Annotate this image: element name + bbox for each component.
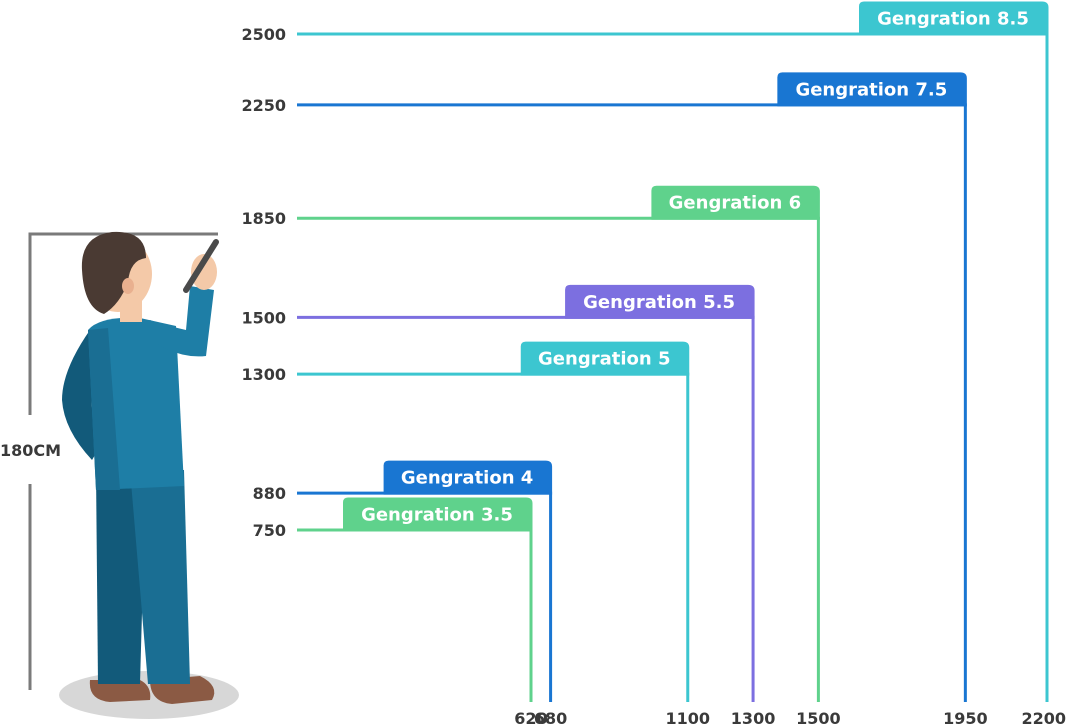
- x-tick-label: 1300: [731, 709, 776, 726]
- series-1: Gengration 4: [297, 460, 553, 702]
- series-tag: [859, 1, 1049, 36]
- x-tick-label: 620: [514, 709, 547, 726]
- x-tick-label: 2200: [1021, 709, 1066, 726]
- y-tick-label: 750: [253, 521, 286, 540]
- x-tick-label: 1950: [943, 709, 988, 726]
- series-5: Gengration 7.5: [297, 72, 967, 702]
- series-layer: Gengration 3.5 Gengration 4 Gengration 5 Ge…: [297, 1, 1049, 702]
- y-tick-label: 1500: [241, 308, 286, 327]
- series-label: Gengration 6: [669, 193, 801, 214]
- y-tick-label: 880: [253, 484, 286, 503]
- series-label: Gengration 5: [538, 349, 670, 370]
- y-tick-label: 1850: [241, 209, 286, 228]
- series-label: Gengration 8.5: [877, 9, 1029, 30]
- series-4: Gengration 6: [297, 185, 820, 702]
- x-tick-label: 680: [534, 709, 567, 726]
- hair: [81, 231, 146, 314]
- series-line: [297, 103, 967, 702]
- person-illustration: 180CM: [0, 231, 239, 719]
- left-leg: [96, 470, 146, 684]
- series-tag: [651, 185, 820, 220]
- series-3: Gengration 5.5: [297, 284, 755, 702]
- series-label: Gengration 7.5: [795, 79, 947, 100]
- right-leg: [130, 470, 190, 684]
- pen: [183, 239, 219, 293]
- series-tag: [520, 341, 690, 376]
- x-tick-label: 1100: [665, 709, 710, 726]
- series-label: Gengration 3.5: [361, 505, 513, 526]
- series-0: Gengration 3.5: [297, 497, 533, 702]
- series-tag: [777, 72, 967, 107]
- y-tick-label: 2500: [241, 25, 286, 44]
- hand: [191, 254, 217, 290]
- series-tag: [343, 497, 533, 532]
- series-label: Gengration 4: [401, 468, 533, 489]
- raised-arm: [134, 286, 214, 357]
- y-tick-label: 2250: [241, 96, 286, 115]
- y-tick-label: 1300: [241, 365, 286, 384]
- series-label: Gengration 5.5: [583, 292, 735, 313]
- height-label: 180CM: [0, 441, 61, 460]
- y-axis-ticks: 750 880 1300 1500 1850 2250 2500: [241, 25, 286, 540]
- left-shoe: [89, 680, 151, 702]
- height-marker-top: [28, 232, 218, 415]
- ear: [122, 278, 134, 294]
- series-tag: [565, 284, 755, 319]
- series-6: Gengration 8.5: [297, 1, 1049, 702]
- x-tick-label: 1500: [796, 709, 841, 726]
- torso-shade: [88, 328, 120, 490]
- series-2: Gengration 5: [297, 341, 690, 702]
- series-line: [297, 528, 533, 702]
- series-tag: [383, 460, 553, 495]
- series-line: [297, 372, 690, 702]
